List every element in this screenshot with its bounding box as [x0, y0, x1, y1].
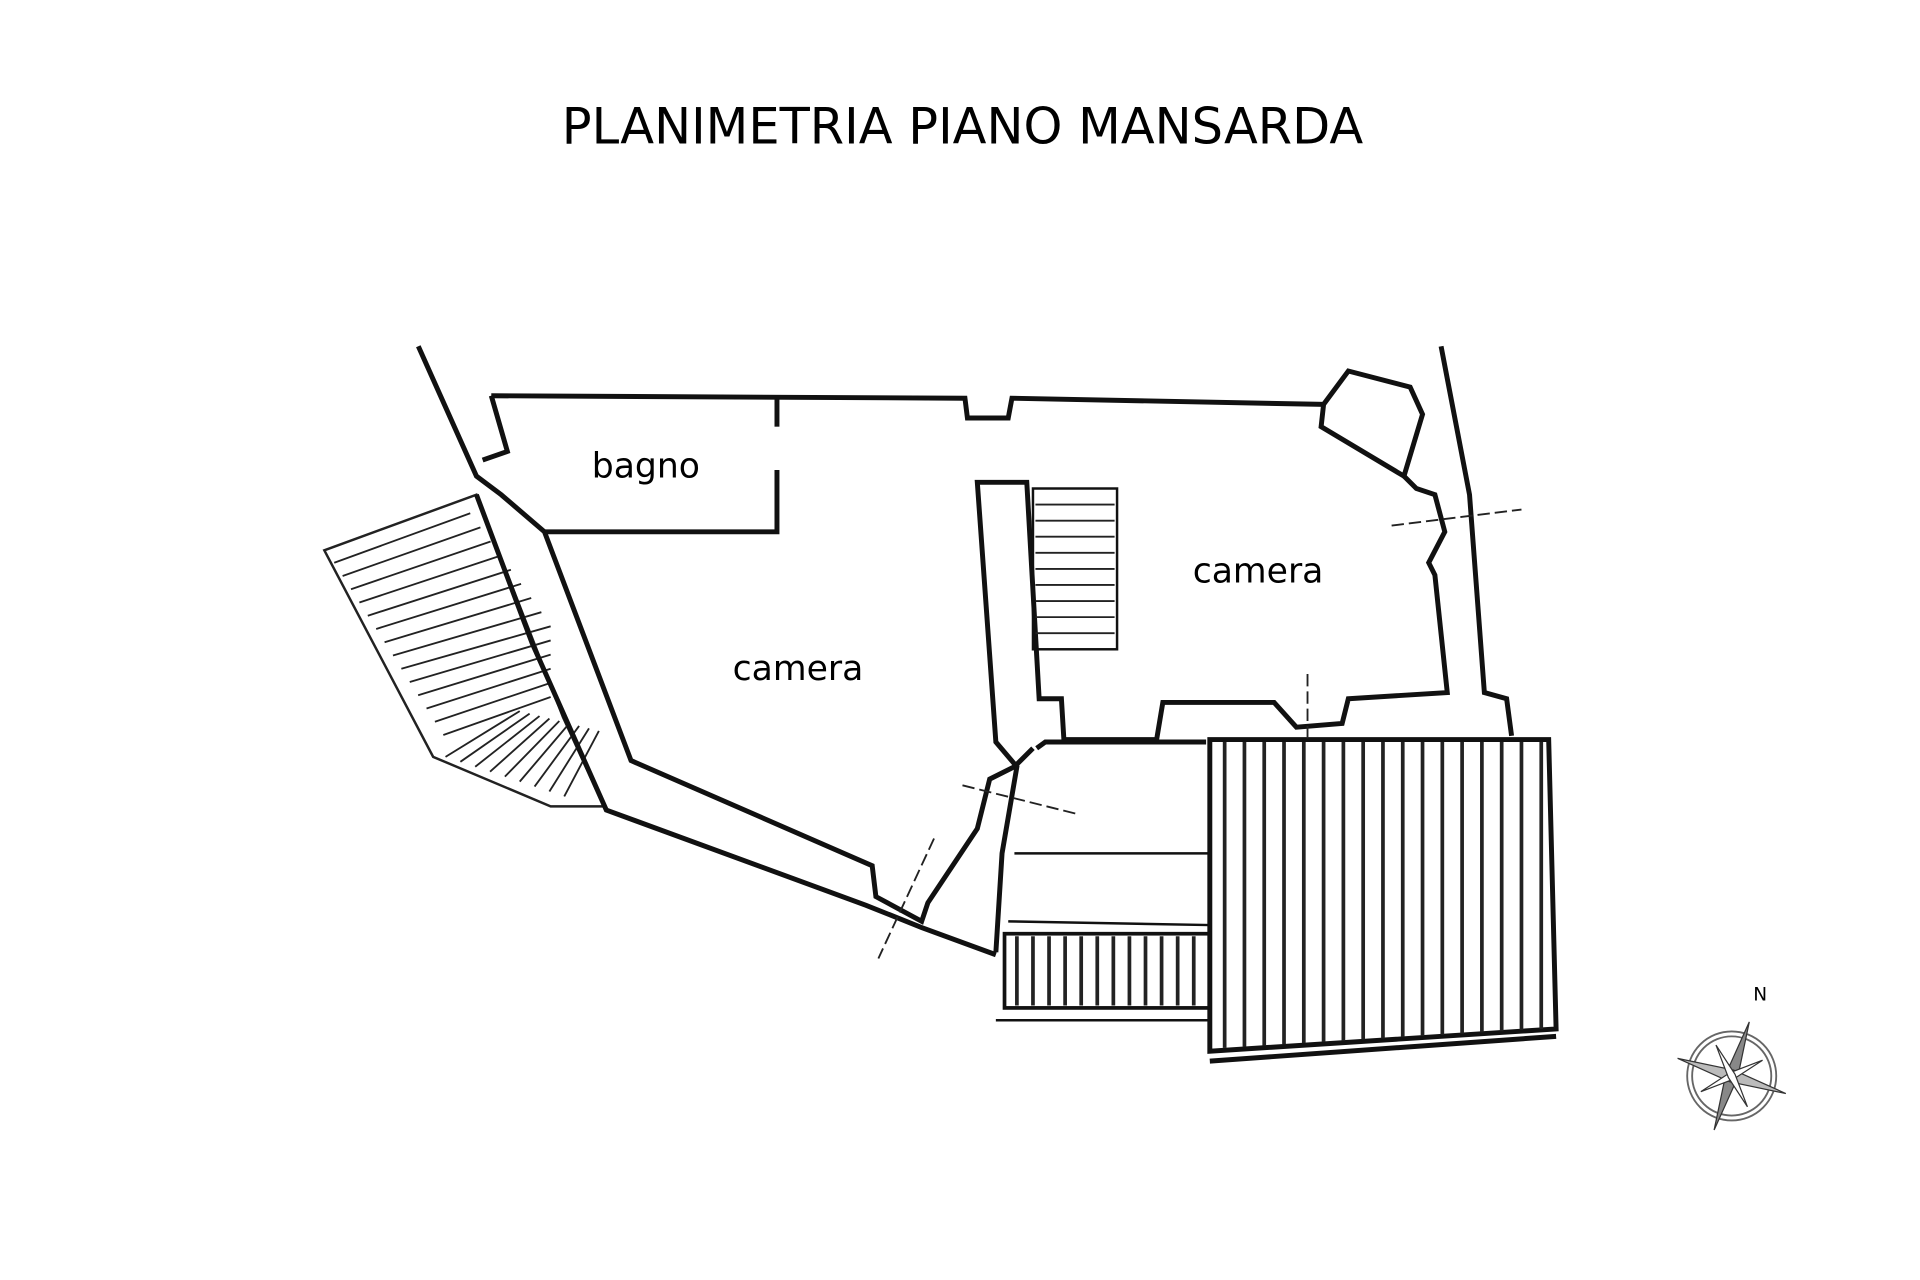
hatch-line — [563, 730, 600, 797]
section-lines — [877, 508, 1522, 959]
compass-rose-icon — [1677, 1021, 1787, 1131]
hatch-line — [434, 681, 551, 723]
room-label-camera-right: camera — [1193, 551, 1324, 591]
hatch-line — [426, 667, 551, 710]
plan-title: PLANIMETRIA PIANO MANSARDA — [562, 97, 1364, 155]
room-label-bagno: bagno — [592, 446, 700, 486]
hatch-line — [401, 625, 551, 670]
hatch-line — [384, 597, 532, 644]
hatch-line — [409, 639, 551, 683]
room-label-camera-left: camera — [733, 649, 864, 689]
north-label: N — [1753, 985, 1767, 1006]
walls — [416, 345, 1515, 958]
lower-roof — [995, 931, 1212, 1022]
hatch-line — [443, 696, 551, 736]
hatch-line — [375, 583, 522, 630]
hatch-line — [459, 712, 531, 763]
bathroom-partition — [544, 398, 780, 535]
hatch-line — [519, 722, 570, 783]
hatch-line — [342, 526, 481, 577]
hatch-line — [417, 653, 551, 697]
hatch-line — [333, 512, 471, 564]
hatch-line — [392, 611, 542, 657]
hatch-line — [489, 717, 551, 773]
hatch-line — [367, 568, 512, 617]
staircase — [1031, 487, 1119, 651]
left-roof-hatch — [322, 493, 606, 808]
hatch-line — [504, 720, 560, 778]
hatch-line — [350, 540, 491, 591]
hatch-line — [359, 554, 502, 604]
hatch-line — [445, 710, 521, 758]
right-roof — [1207, 737, 1559, 1064]
hatch-line — [548, 727, 590, 792]
hatch-line — [474, 715, 541, 768]
